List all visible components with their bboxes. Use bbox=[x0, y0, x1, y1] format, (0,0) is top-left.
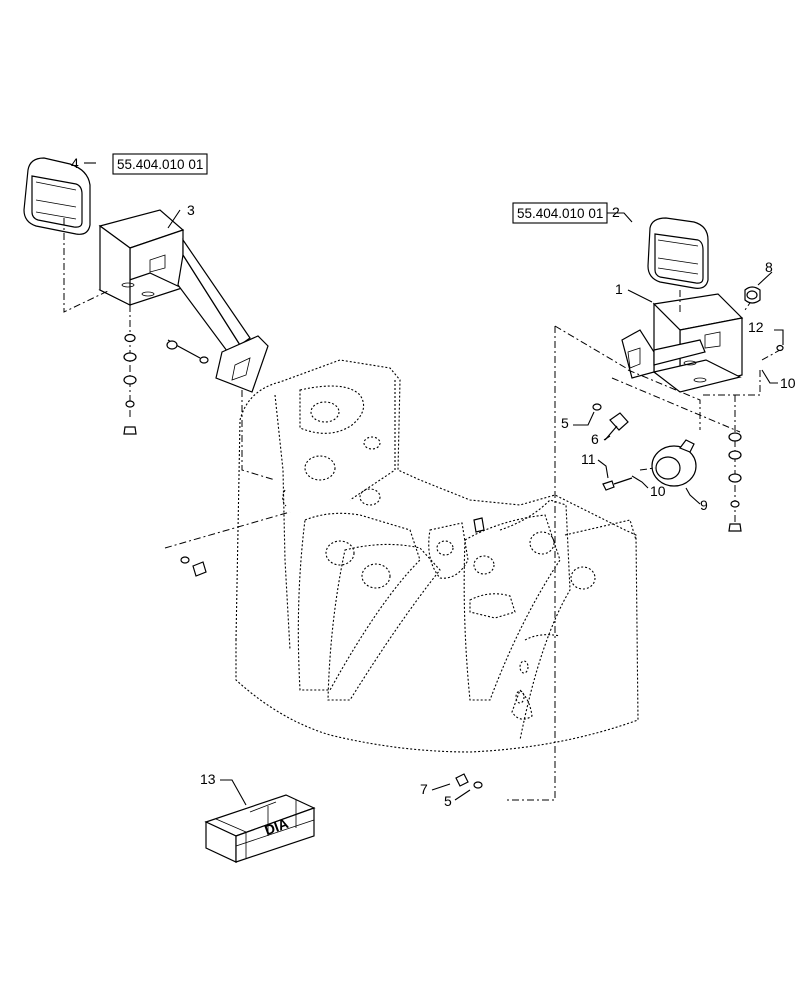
reference-box-right[interactable]: 55.404.010 01 bbox=[512, 202, 608, 224]
frame-hardware-left bbox=[164, 511, 485, 577]
callout-4: 4 bbox=[71, 155, 79, 171]
callout-5-lower: 5 bbox=[444, 793, 452, 809]
hardware-stack-right bbox=[455, 286, 784, 801]
callout-6: 6 bbox=[591, 431, 599, 447]
callout-5-upper: 5 bbox=[561, 415, 569, 431]
callout-10-lower: 10 bbox=[650, 483, 666, 499]
callout-12: 12 bbox=[748, 319, 764, 335]
callout-7: 7 bbox=[420, 781, 428, 797]
callout-2: 2 bbox=[612, 204, 620, 220]
callout-labels: 1 2 3 4 5 6 8 12 10 11 10 9 7 5 13 bbox=[71, 155, 796, 809]
work-lamp-right bbox=[647, 217, 709, 289]
horn bbox=[639, 439, 697, 487]
lamp-bracket-right bbox=[621, 293, 744, 393]
callout-13: 13 bbox=[200, 771, 216, 787]
reference-box-left[interactable]: 55.404.010 01 bbox=[112, 153, 208, 175]
callout-3: 3 bbox=[187, 202, 195, 218]
reference-left-text: 55.404.010 01 bbox=[117, 157, 203, 172]
loader-frame-outline bbox=[235, 359, 639, 753]
callout-1: 1 bbox=[615, 281, 623, 297]
reference-right-text: 55.404.010 01 bbox=[517, 206, 603, 221]
work-lamp-left bbox=[23, 157, 91, 235]
callout-11: 11 bbox=[581, 451, 596, 467]
callout-8: 8 bbox=[765, 259, 773, 275]
leader-lines bbox=[84, 162, 784, 806]
crate-marking: DIA bbox=[262, 815, 290, 838]
callout-9: 9 bbox=[700, 497, 708, 513]
lamp-bracket-left bbox=[98, 209, 269, 393]
hardware-stack-left bbox=[63, 218, 276, 481]
shipping-crate: DIA bbox=[204, 794, 316, 863]
callout-10-upper: 10 bbox=[780, 375, 796, 391]
